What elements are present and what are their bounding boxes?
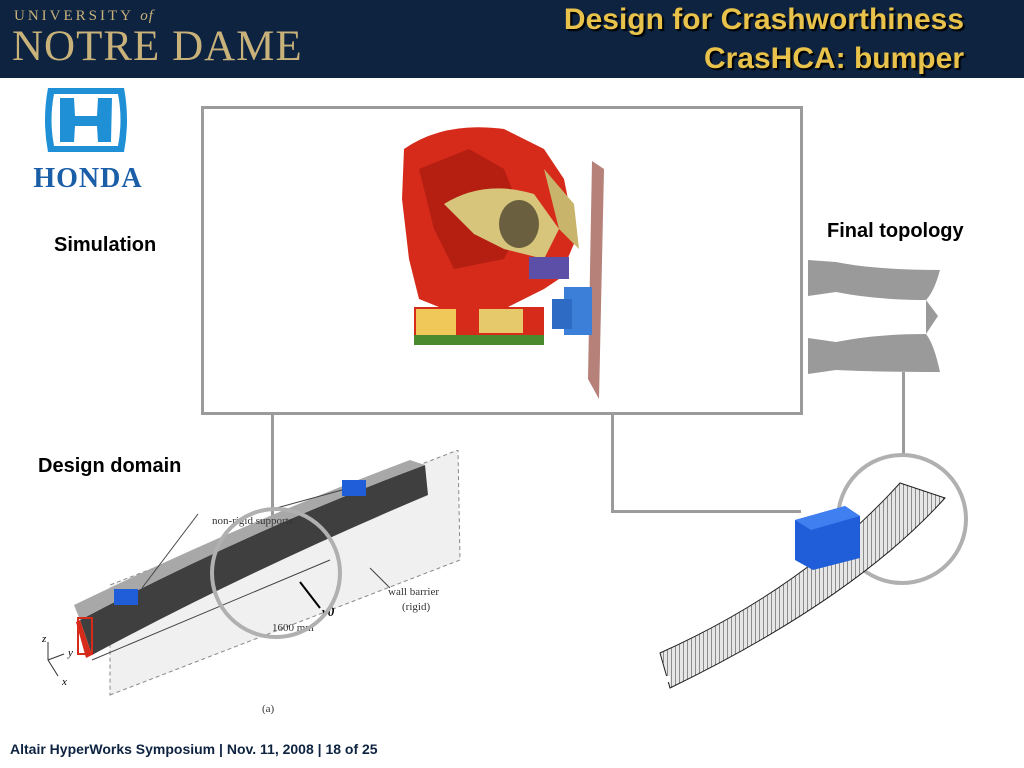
crash-simulation-image <box>402 127 604 399</box>
svg-text:(rigid): (rigid) <box>402 601 430 613</box>
svg-text:wall barrier: wall barrier <box>388 586 439 598</box>
slide-title: Design for Crashworthiness <box>563 3 964 36</box>
institution-name: NOTRE DAME <box>12 23 303 70</box>
connector-line-right-vertical <box>611 412 614 512</box>
svg-text:x: x <box>61 676 67 688</box>
optimized-bumper-beam-image <box>659 482 946 689</box>
honda-h-logo-icon <box>45 88 127 152</box>
simulation-frame <box>201 106 803 415</box>
footer-text: Altair HyperWorks Symposium | Nov. 11, 2… <box>10 741 378 757</box>
university-line: UNIVERSITY of <box>14 8 154 24</box>
highlight-circle-design-domain <box>210 507 342 639</box>
header-banner <box>0 0 1024 78</box>
svg-text:y: y <box>67 647 73 659</box>
svg-text:(a): (a) <box>262 703 275 715</box>
simulation-label: Simulation <box>54 234 157 256</box>
connector-line-topology <box>902 372 905 456</box>
honda-wordmark: HONDA <box>33 163 142 190</box>
connector-line-right-horizontal <box>611 510 801 513</box>
slide-subtitle: CrasHCA: bumper <box>703 42 964 75</box>
design-domain-label: Design domain <box>38 455 182 477</box>
connector-line-left <box>271 412 274 522</box>
svg-text:z: z <box>41 633 47 645</box>
final-topology-image <box>808 260 940 374</box>
svg-text:HONDA: HONDA <box>33 163 142 190</box>
final-topology-label: Final topology <box>827 220 964 242</box>
